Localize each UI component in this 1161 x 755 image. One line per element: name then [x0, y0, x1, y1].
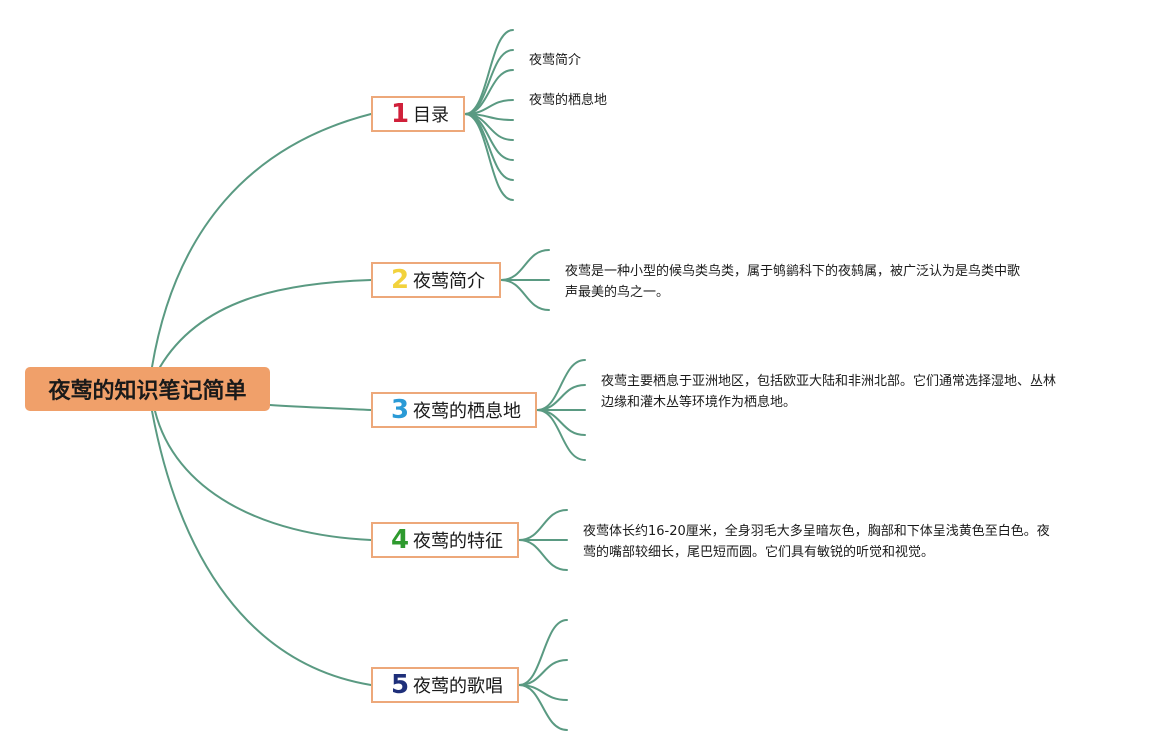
leaf-connector: [518, 509, 568, 541]
root-node[interactable]: 夜莺的知识笔记简单: [25, 367, 270, 411]
branch-habitat[interactable]: 3 夜莺的栖息地: [371, 392, 537, 428]
leaf-connector: [518, 619, 568, 686]
branch-contents[interactable]: 1 目录: [371, 96, 465, 132]
branch-number: 2: [391, 265, 410, 295]
text-line: 边缘和灌木丛等环境作为栖息地。: [601, 395, 797, 410]
leaf-connector: [464, 49, 514, 115]
intro-text[interactable]: 夜莺是一种小型的候鸟类鸟类，属于鸲鹟科下的夜鸫属，被广泛认为是鸟类中歌 声最美的…: [565, 261, 1020, 303]
branch-number: 3: [391, 395, 410, 425]
text-line: 夜莺主要栖息于亚洲地区，包括欧亚大陆和非洲北部。它们通常选择湿地、丛林: [601, 374, 1057, 389]
leaf-connector: [536, 384, 586, 411]
branch-number: 1: [391, 99, 410, 129]
leaf-connector: [536, 409, 586, 461]
root-branch-connector: [269, 404, 372, 411]
leaf-item[interactable]: 夜莺的栖息地: [529, 93, 608, 108]
branch-label: 夜莺简介: [413, 271, 485, 292]
text-line: 声最美的鸟之一。: [565, 285, 670, 300]
features-text[interactable]: 夜莺体长约16-20厘米，全身羽毛大多呈暗灰色，胸部和下体呈浅黄色至白色。夜 莺…: [583, 521, 1050, 563]
branch-number: 4: [391, 525, 410, 555]
root-branch-connector: [154, 410, 372, 541]
text-line: 夜莺体长约16-20厘米，全身羽毛大多呈暗灰色，胸部和下体呈浅黄色至白色。夜: [583, 524, 1050, 539]
branch-features[interactable]: 4 夜莺的特征: [371, 522, 519, 558]
branch-number: 5: [391, 670, 410, 700]
leaf-connector: [518, 659, 568, 686]
leaf-connector: [536, 409, 586, 436]
leaf-connector: [500, 249, 550, 281]
leaf-connector: [500, 279, 550, 311]
habitat-text[interactable]: 夜莺主要栖息于亚洲地区，包括欧亚大陆和非洲北部。它们通常选择湿地、丛林 边缘和灌…: [601, 371, 1056, 413]
leaf-connector: [464, 113, 514, 181]
leaf-connector: [518, 539, 568, 571]
leaf-connector: [518, 684, 568, 731]
leaf-connector: [464, 113, 514, 201]
branch-label: 目录: [413, 105, 449, 126]
root-branch-connector: [151, 410, 372, 686]
text-line: 莺的嘴部较细长，尾巴短而圆。它们具有敏锐的听觉和视觉。: [583, 545, 935, 560]
branch-label: 夜莺的特征: [413, 531, 503, 552]
leaf-item[interactable]: 夜莺简介: [529, 53, 582, 68]
root-branch-connector: [159, 279, 372, 368]
branch-song[interactable]: 5 夜莺的歌唱: [371, 667, 519, 703]
text-line: 夜莺是一种小型的候鸟类鸟类，属于鸲鹟科下的夜鸫属，被广泛认为是鸟类中歌: [565, 264, 1021, 279]
branch-label: 夜莺的栖息地: [413, 401, 521, 422]
root-label: 夜莺的知识笔记简单: [48, 379, 247, 404]
root-branch-connector: [151, 113, 372, 368]
leaf-connector: [464, 113, 514, 161]
branch-label: 夜莺的歌唱: [413, 676, 503, 697]
branch-intro[interactable]: 2 夜莺简介: [371, 262, 501, 298]
